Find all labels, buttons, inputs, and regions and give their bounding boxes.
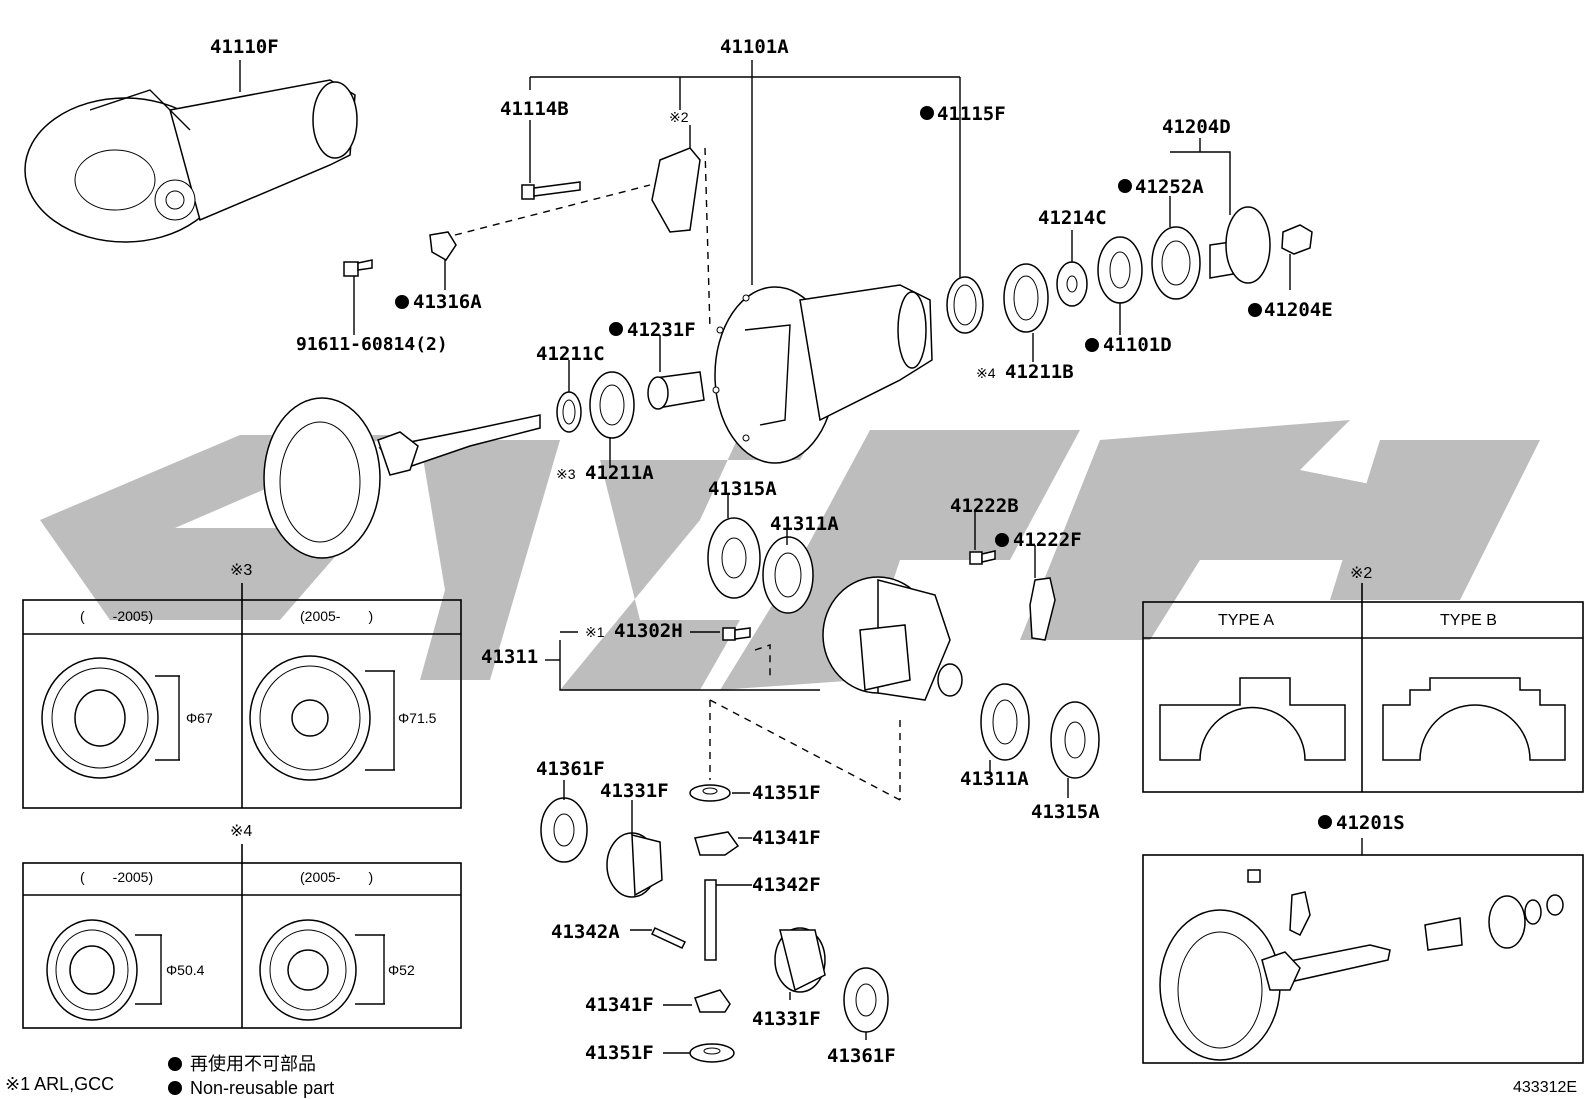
label-41311A-bottom: 41311A xyxy=(960,768,1029,790)
lock-plate-41222F xyxy=(1029,577,1056,641)
washer-41361F-left xyxy=(540,797,588,863)
slinger-41214C xyxy=(1056,261,1088,307)
table3-ref: ※3 xyxy=(230,562,252,579)
label-41331F-bottom: 41331F xyxy=(752,1008,821,1030)
label-41315A-bottom: 41315A xyxy=(1031,801,1100,823)
legend-note1: ※1 ARL,GCC xyxy=(5,1074,114,1094)
label-41204D: 41204D xyxy=(1162,116,1231,138)
table-ref4 xyxy=(22,844,462,1029)
bearing-41101D xyxy=(1097,236,1143,304)
bolt-41302H xyxy=(722,627,751,641)
ring-gear-and-pinion xyxy=(263,397,541,559)
label-41211C: 41211C xyxy=(536,343,605,365)
label-41331F-top: 41331F xyxy=(600,780,669,802)
watermark-logo xyxy=(40,390,1540,690)
label-41101D: 41101D xyxy=(1103,334,1172,356)
table4-ref: ※4 xyxy=(230,823,252,840)
washer-41351F-bottom xyxy=(689,1043,735,1063)
label-41114B: 41114B xyxy=(500,98,569,120)
washer-41351F-top xyxy=(689,784,731,802)
table-ref3 xyxy=(22,583,462,809)
side-gear-41331F-right xyxy=(774,927,826,993)
table4-dim1: Φ50.4 xyxy=(166,962,205,978)
label-41341F-top: 41341F xyxy=(752,827,821,849)
side-gear-41331F-left xyxy=(606,832,663,898)
companion-flange-41204D xyxy=(1209,206,1271,284)
table4-col1: ( -2005) xyxy=(80,869,153,885)
bearing-41211B xyxy=(1003,263,1049,333)
label-41115F: 41115F xyxy=(937,103,1006,125)
table4-dim2: Φ52 xyxy=(388,962,415,978)
table2-col1: TYPE A xyxy=(1218,612,1274,629)
label-41211A: 41211A xyxy=(585,462,654,484)
bearing-41311A-right xyxy=(980,683,1030,761)
spacer-41211C xyxy=(556,391,582,433)
oil-seal-41115F xyxy=(946,276,984,334)
label-41361F-top: 41361F xyxy=(536,758,605,780)
label-41231F: 41231F xyxy=(627,319,696,341)
label-41214C: 41214C xyxy=(1038,207,1107,229)
label-41361F-bottom: 41361F xyxy=(827,1045,896,1067)
label-41211B: 41211B xyxy=(1005,361,1074,383)
pin-41342A xyxy=(650,927,687,949)
label-41110F: 41110F xyxy=(210,36,279,58)
label-41351F-top: 41351F xyxy=(752,782,821,804)
ref3-41211A: ※3 xyxy=(556,466,576,482)
lock-plate-41316A xyxy=(429,231,457,261)
non-reusable-markers xyxy=(168,106,1332,1095)
ref1-41302H: ※1 xyxy=(585,624,605,640)
bearing-41315A-right xyxy=(1050,701,1100,779)
label-41204E: 41204E xyxy=(1264,299,1333,321)
nut-41204E xyxy=(1281,224,1313,255)
label-91611: 91611-60814(2) xyxy=(296,334,448,355)
bearing-41311A-left xyxy=(762,536,814,614)
diagram-id: 433312E xyxy=(1513,1079,1577,1096)
label-41351F-bottom: 41351F xyxy=(585,1042,654,1064)
label-41302H: 41302H xyxy=(614,620,683,642)
carrier-assembly-41110F xyxy=(24,79,358,243)
table4-col2: (2005- ) xyxy=(300,869,373,885)
bearing-cap xyxy=(651,147,701,233)
box-41201S xyxy=(1142,854,1584,1064)
label-41101A: 41101A xyxy=(720,36,789,58)
label-41222F: 41222F xyxy=(1013,529,1082,551)
washer-41361F-right xyxy=(843,967,889,1033)
pinion-41341F-bottom xyxy=(694,989,731,1013)
label-41315A-top: 41315A xyxy=(708,478,777,500)
differential-carrier-housing xyxy=(712,284,933,464)
label-41252A: 41252A xyxy=(1135,176,1204,198)
label-41311A-top: 41311A xyxy=(770,513,839,535)
table3-dim2: Φ71.5 xyxy=(398,710,437,726)
bearing-41252A xyxy=(1151,226,1201,300)
label-41311: 41311 xyxy=(481,646,538,668)
legend-en: Non-reusable part xyxy=(190,1078,334,1098)
differential-case xyxy=(822,576,963,701)
spacer-41231F xyxy=(647,371,705,410)
label-41222B: 41222B xyxy=(950,495,1019,517)
table3-dim1: Φ67 xyxy=(186,710,213,726)
bolt-41114B xyxy=(521,181,581,200)
label-41201S: 41201S xyxy=(1336,812,1405,834)
table-ref2 xyxy=(1142,583,1584,793)
shaft-41342F xyxy=(704,879,717,961)
label-41342F: 41342F xyxy=(752,874,821,896)
bearing-41211A xyxy=(589,371,635,439)
table3-col1: ( -2005) xyxy=(80,608,153,624)
table2-col2: TYPE B xyxy=(1440,612,1497,629)
bearing-41315A-left xyxy=(707,517,761,599)
label-41342A: 41342A xyxy=(551,921,620,943)
label-41341F-bottom: 41341F xyxy=(585,994,654,1016)
pinion-41341F-top xyxy=(694,831,740,856)
ref2-top: ※2 xyxy=(669,109,689,125)
label-41316A: 41316A xyxy=(413,291,482,313)
legend-jp: 再使用不可部品 xyxy=(190,1054,316,1074)
bolt-41222B xyxy=(969,550,996,565)
table3-col2: (2005- ) xyxy=(300,608,373,624)
bolt-91611 xyxy=(343,259,373,277)
ref4-41211B: ※4 xyxy=(976,365,996,381)
table2-ref: ※2 xyxy=(1350,565,1372,582)
